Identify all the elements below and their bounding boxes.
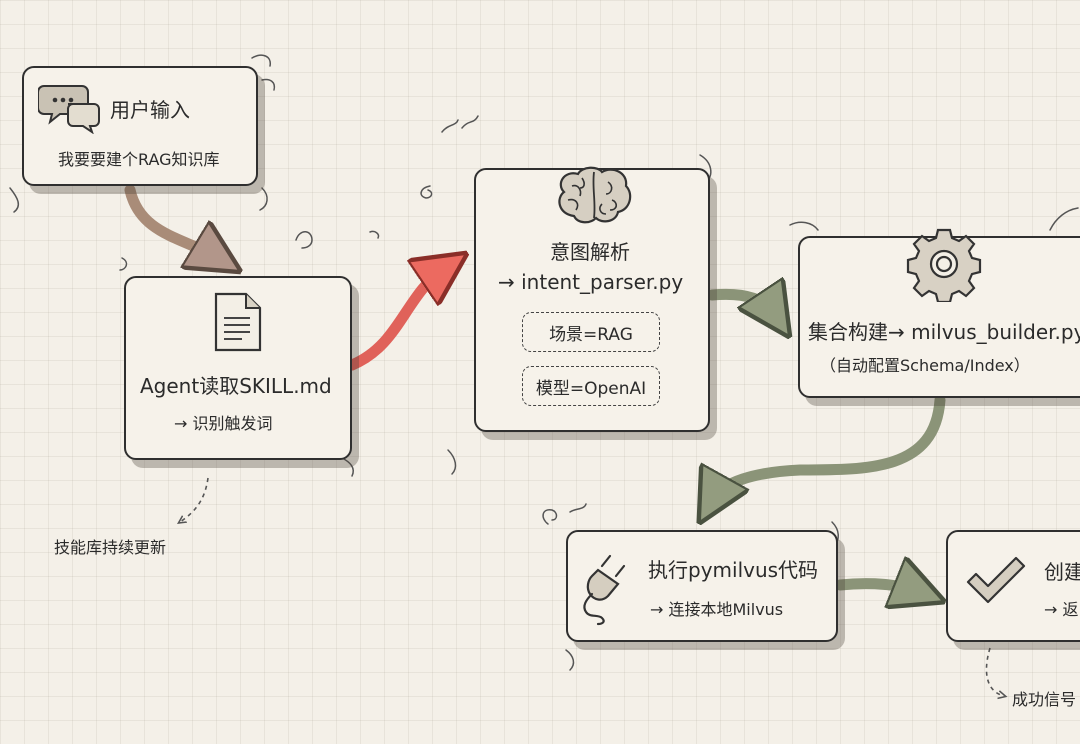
user-input-text: 我要要建个RAG知识库 <box>58 150 220 169</box>
dashed-arrow-success-signal <box>985 647 1004 696</box>
node-agent-skill: Agent读取SKILL.md → 识别触发词 <box>124 276 352 460</box>
document-icon <box>210 290 266 358</box>
milvus-builder-text: （自动配置Schema/Index） <box>820 356 1030 375</box>
chat-bubbles-icon <box>37 80 104 138</box>
create-title: 创建 <box>1044 560 1080 584</box>
dashed-arrow-skill-library <box>180 477 209 522</box>
arrow-user-to-agent <box>124 184 218 258</box>
arrow-intent-to-builder <box>706 294 775 315</box>
node-create: 创建 → 返 <box>946 530 1080 642</box>
agent-skill-title: Agent读取SKILL.md <box>140 374 332 398</box>
note-success-signal: 成功信号 <box>1012 690 1077 709</box>
intent-tag-scene: 场景=RAG <box>522 312 660 352</box>
arrow-execute-to-create <box>834 584 920 592</box>
node-milvus-builder: 集合构建→ milvus_builder.py （自动配置Schema/Inde… <box>798 228 1080 398</box>
intent-tag-model: 模型=OpenAI <box>522 366 660 406</box>
milvus-builder-title: 集合构建→ milvus_builder.py <box>808 320 1080 344</box>
brain-icon <box>552 164 636 230</box>
user-input-title: 用户输入 <box>110 98 190 122</box>
execute-text: → 连接本地Milvus <box>650 600 784 619</box>
intent-parser-subtitle: → intent_parser.py <box>498 270 684 294</box>
note-skill-library: 技能库持续更新 <box>54 538 167 557</box>
arrow-builder-to-execute <box>712 394 946 500</box>
execute-title: 执行pymilvus代码 <box>648 558 819 582</box>
gear-icon <box>906 226 982 306</box>
create-text: → 返 <box>1044 600 1079 619</box>
intent-parser-title: 意图解析 <box>550 240 630 264</box>
agent-skill-text: → 识别触发词 <box>174 414 273 433</box>
arrow-agent-to-intent <box>346 268 445 371</box>
node-execute: 执行pymilvus代码 → 连接本地Milvus <box>566 530 838 642</box>
plug-icon <box>580 548 638 630</box>
node-user-input: 用户输入 我要要建个RAG知识库 <box>22 66 258 186</box>
checkmark-icon <box>964 556 1028 608</box>
motion-marks <box>9 54 1079 671</box>
node-intent-parser: 意图解析 → intent_parser.py 场景=RAG 模型=OpenAI <box>474 166 710 432</box>
